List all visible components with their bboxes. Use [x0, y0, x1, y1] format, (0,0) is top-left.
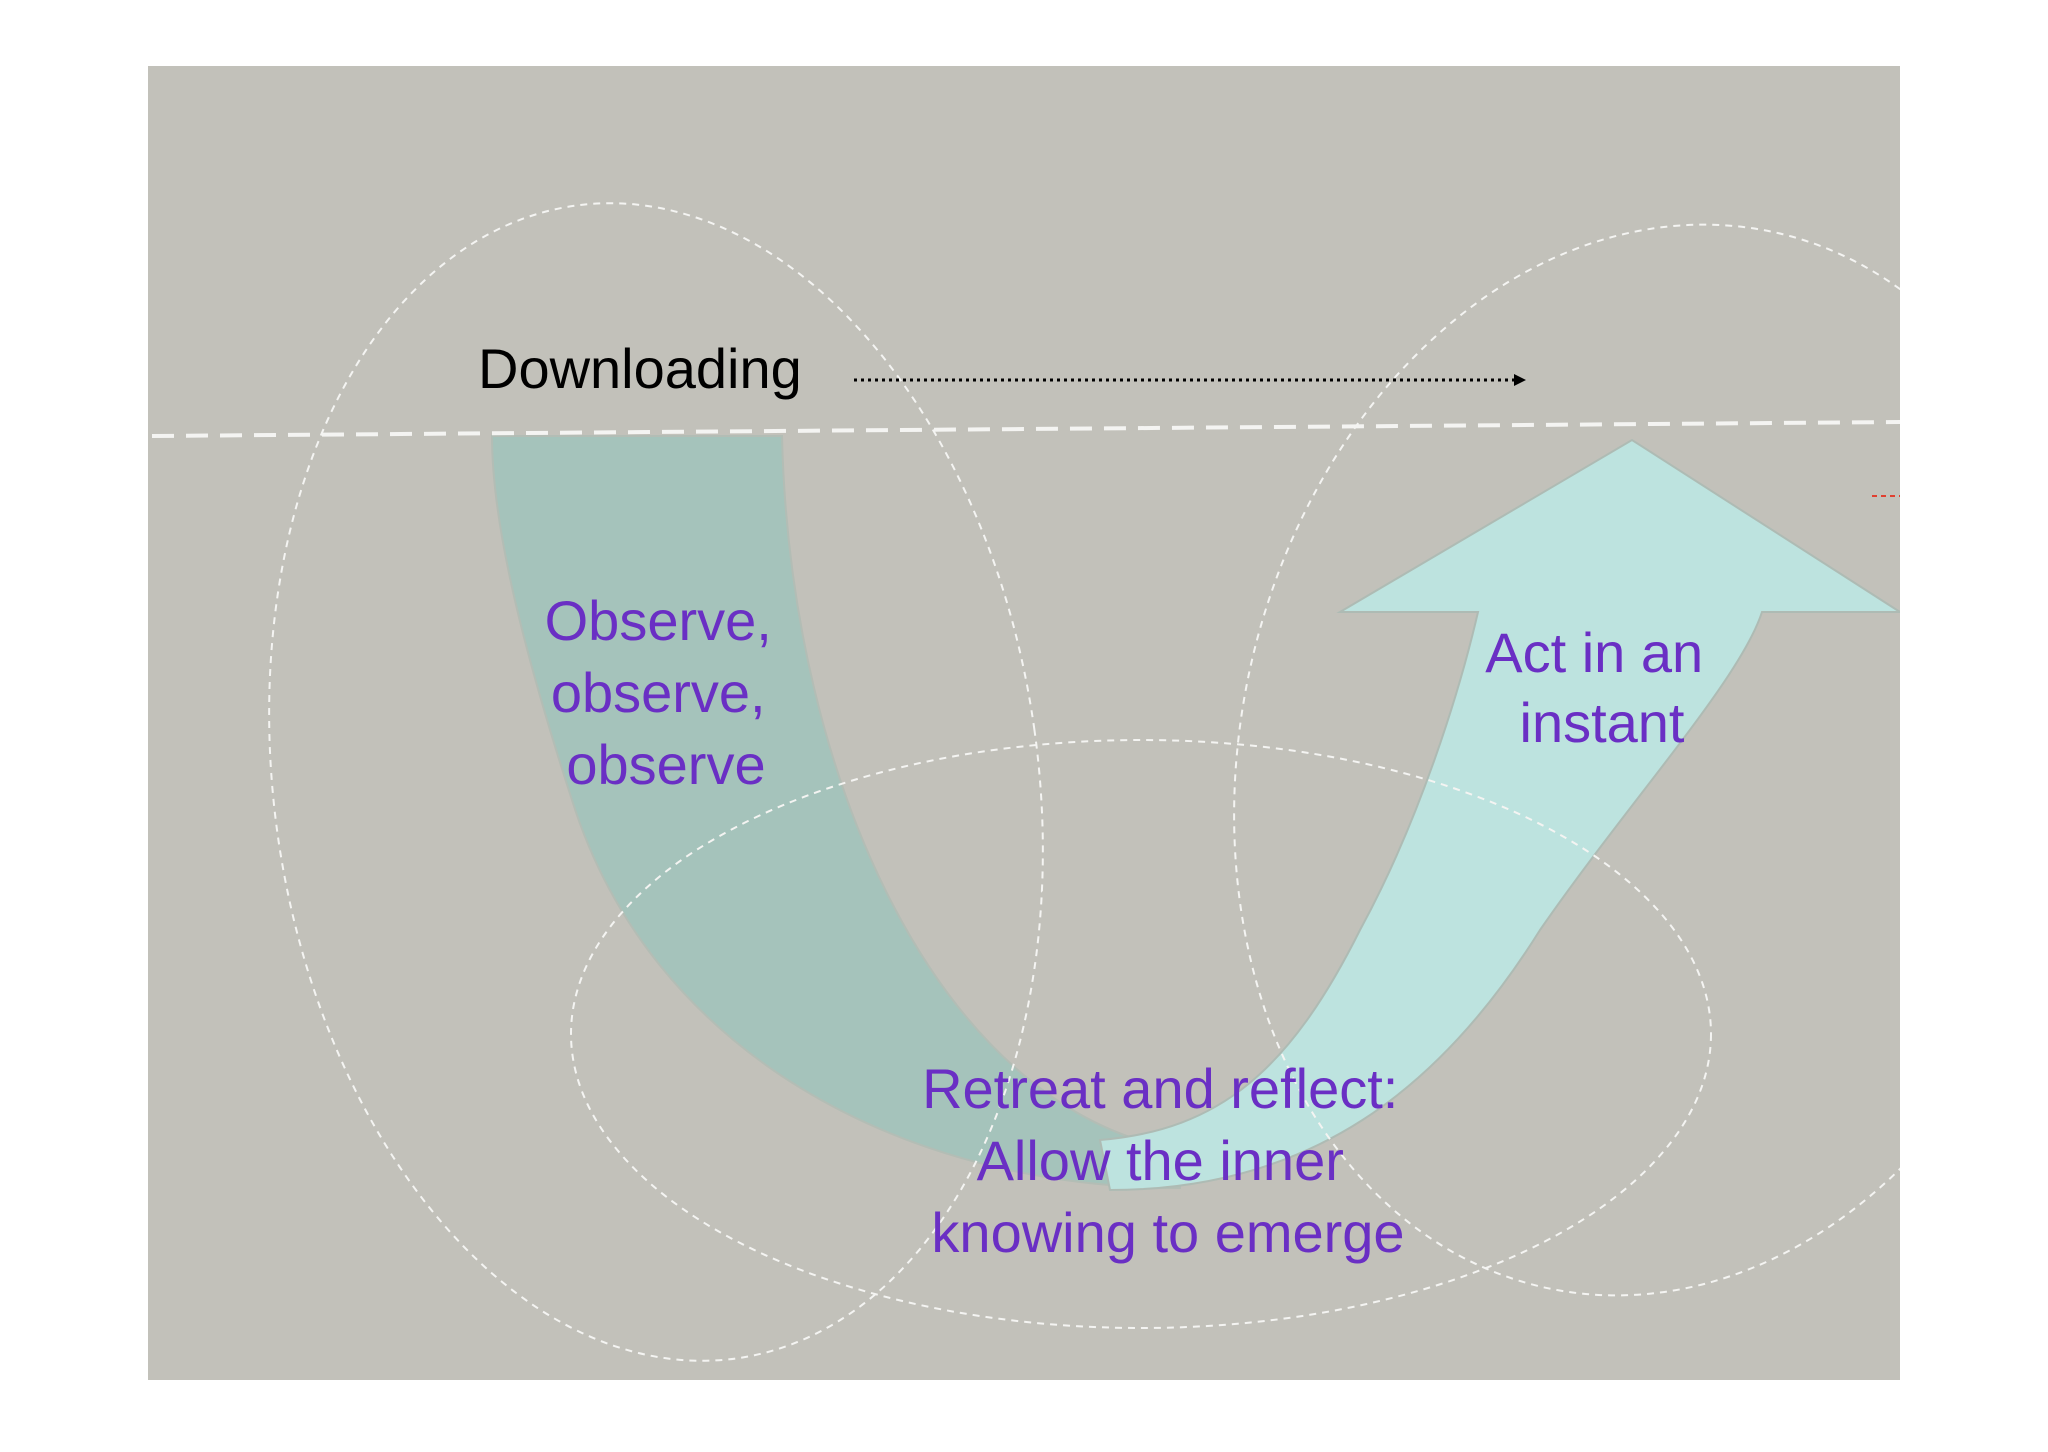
- act-label-line: instant: [1520, 691, 1685, 754]
- observe-label: Observe, observe, observe: [545, 589, 788, 796]
- ascending-arrow: [1098, 438, 1900, 1192]
- retreat-label-line: knowing to emerge: [931, 1201, 1404, 1264]
- descending-band: [490, 435, 1181, 1190]
- act-label-line: Act in an: [1485, 621, 1703, 684]
- observe-ellipse: [268, 202, 1044, 1362]
- act-ellipse: [1233, 223, 1900, 1297]
- downloading-label: Downloading: [478, 337, 802, 400]
- retreat-label-line: Allow the inner: [977, 1129, 1344, 1192]
- retreat-ellipse: [570, 739, 1712, 1329]
- observe-label-line: observe: [566, 733, 765, 796]
- observe-label-line: observe,: [551, 661, 766, 724]
- act-label: Act in an instant: [1485, 621, 1718, 754]
- observe-label-line: Observe,: [545, 589, 772, 652]
- retreat-label: Retreat and reflect: Allow the inner kno…: [922, 1057, 1414, 1264]
- retreat-label-line: Retreat and reflect:: [922, 1057, 1398, 1120]
- surface-divider-line: [151, 420, 1900, 438]
